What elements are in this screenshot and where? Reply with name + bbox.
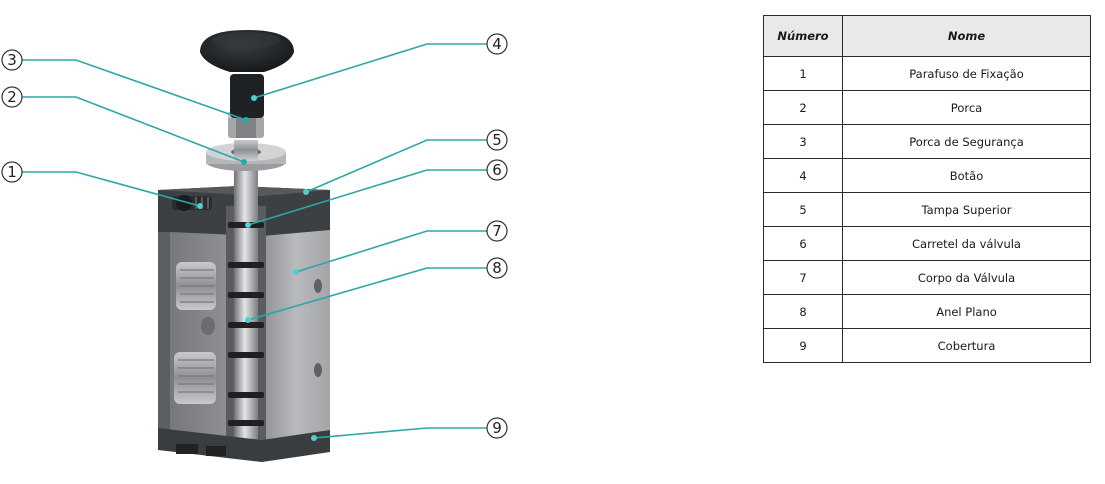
header-nome: Nome [842, 15, 1091, 57]
table-row: 5 Tampa Superior [763, 192, 1091, 227]
callout-7: 7 [486, 220, 508, 242]
table-row: 6 Carretel da válvula [763, 226, 1091, 261]
callout-5: 5 [486, 129, 508, 151]
cell-number: 2 [763, 90, 843, 125]
valve-cutaway-diagram: 3 2 1 4 5 6 7 8 9 [1, 30, 508, 462]
bottom-cover-shape [158, 428, 330, 462]
valve-illustration [158, 30, 330, 462]
svg-text:9: 9 [492, 419, 502, 437]
callout-2: 2 [1, 86, 23, 108]
inlet-port-upper [176, 262, 216, 310]
table-row: 7 Corpo da Válvula [763, 260, 1091, 295]
cell-name: Parafuso de Fixação [842, 56, 1091, 91]
cell-name: Cobertura [842, 328, 1091, 363]
table-row: 3 Porca de Segurança [763, 124, 1091, 159]
leader-dots [197, 95, 317, 441]
spool-shape [234, 168, 258, 444]
svg-text:3: 3 [7, 51, 17, 69]
cell-number: 3 [763, 124, 843, 159]
inlet-port-lower [174, 352, 216, 404]
valve-body-shape [262, 230, 330, 452]
parts-table: Número Nome 1 Parafuso de Fixação 2 Porc… [763, 15, 1091, 363]
push-button-knob-shape [200, 30, 294, 118]
svg-text:8: 8 [492, 259, 502, 277]
table-row: 9 Cobertura [763, 328, 1091, 363]
cell-number: 4 [763, 158, 843, 193]
table-row: 1 Parafuso de Fixação [763, 56, 1091, 91]
svg-text:5: 5 [492, 131, 502, 149]
svg-text:6: 6 [492, 161, 502, 179]
leader-lines [20, 43, 487, 439]
callout-9: 9 [486, 417, 508, 439]
table-header-row: Número Nome [763, 15, 1091, 57]
cell-name: Corpo da Válvula [842, 260, 1091, 295]
svg-text:7: 7 [492, 222, 502, 240]
header-numero: Número [763, 15, 843, 57]
cell-name: Porca [842, 90, 1091, 125]
callout-1: 1 [1, 161, 23, 183]
table-row: 2 Porca [763, 90, 1091, 125]
table-row: 8 Anel Plano [763, 294, 1091, 329]
svg-text:1: 1 [7, 163, 17, 181]
cell-number: 6 [763, 226, 843, 261]
cell-name: Botão [842, 158, 1091, 193]
cell-name: Tampa Superior [842, 192, 1091, 227]
callout-4: 4 [486, 33, 508, 55]
cell-name: Anel Plano [842, 294, 1091, 329]
callout-6: 6 [486, 159, 508, 181]
cell-number: 5 [763, 192, 843, 227]
cell-number: 1 [763, 56, 843, 91]
cell-number: 8 [763, 294, 843, 329]
cell-number: 9 [763, 328, 843, 363]
cell-number: 7 [763, 260, 843, 295]
table-row: 4 Botão [763, 158, 1091, 193]
cell-name: Porca de Segurança [842, 124, 1091, 159]
callout-8: 8 [486, 257, 508, 279]
svg-text:4: 4 [492, 35, 502, 53]
callout-3: 3 [1, 49, 23, 71]
svg-text:2: 2 [7, 88, 17, 106]
cell-name: Carretel da válvula [842, 226, 1091, 261]
